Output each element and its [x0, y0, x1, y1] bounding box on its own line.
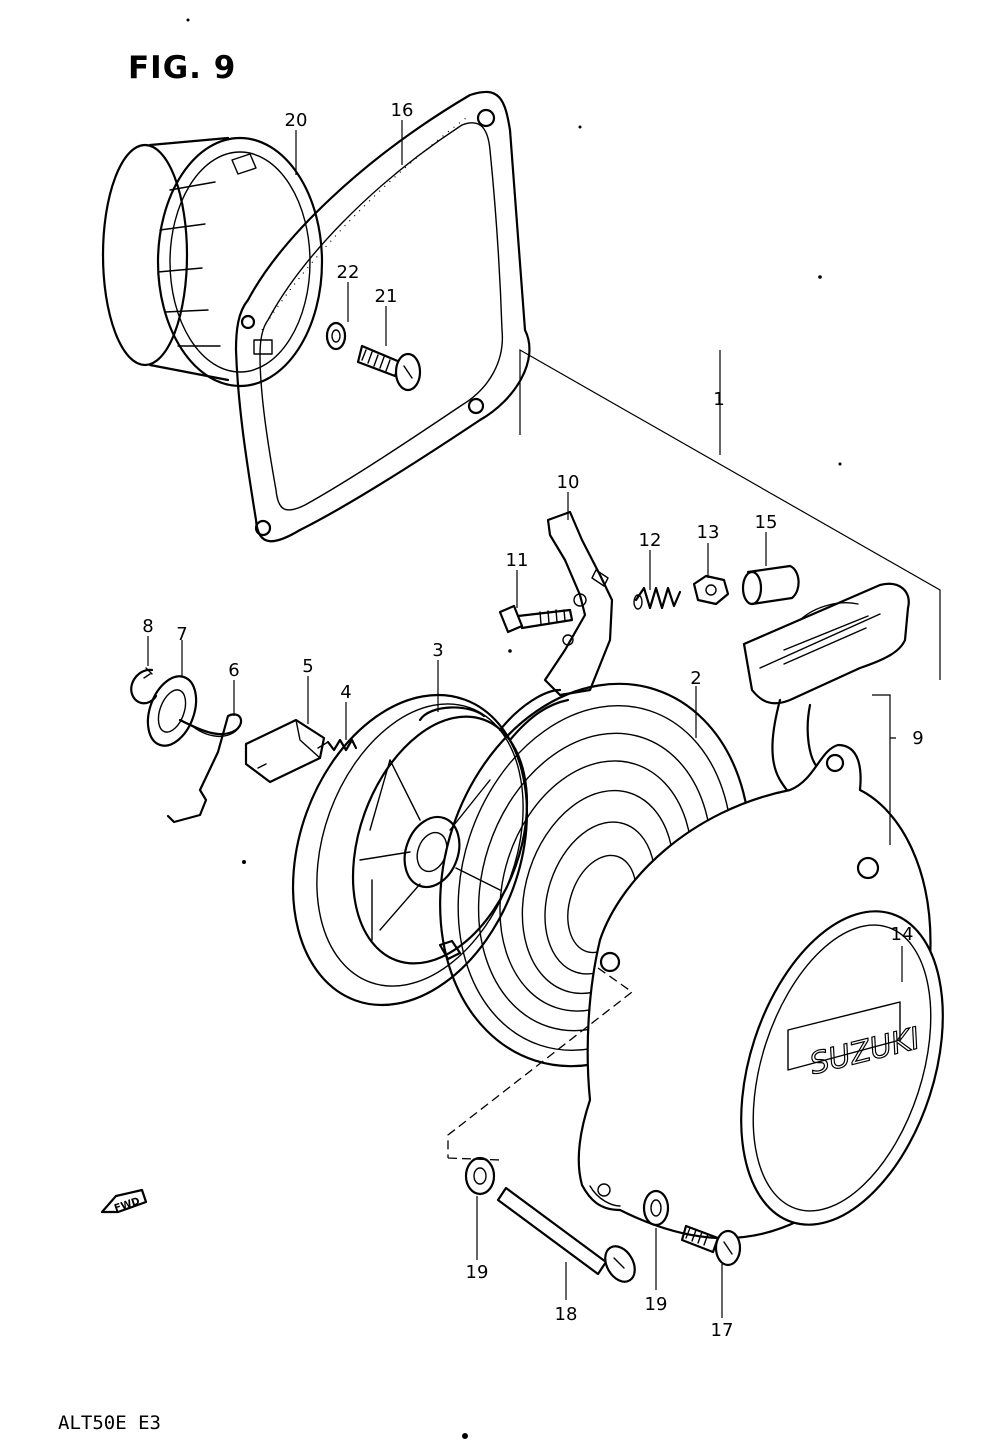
callout-12: 12 — [639, 530, 662, 551]
assembly-bracket-1 — [519, 348, 941, 680]
callout-labels: 1 2 3 4 5 6 7 8 9 10 11 12 13 14 15 16 1… — [142, 100, 923, 1341]
callout-5: 5 — [302, 656, 313, 677]
part-14-starter-case: SUZUKI — [577, 743, 944, 1240]
part-20-drum — [101, 136, 324, 388]
scan-specks — [186, 18, 842, 1439]
part-10-ratchet-guide — [543, 510, 614, 697]
callout-22: 22 — [337, 262, 360, 283]
leader-lines — [147, 120, 903, 1318]
part-18-long-bolt — [496, 1186, 636, 1283]
part-16-gasket — [234, 90, 531, 543]
callout-6: 6 — [228, 660, 239, 681]
callout-2: 2 — [690, 668, 701, 689]
callout-4: 4 — [340, 682, 351, 703]
callout-21: 21 — [375, 286, 398, 307]
callout-18: 18 — [555, 1304, 578, 1325]
callout-3: 3 — [432, 640, 443, 661]
part-8-circlip — [130, 667, 158, 705]
part-4-spring — [317, 738, 358, 752]
part-15-cap — [741, 564, 800, 606]
callout-10: 10 — [557, 472, 580, 493]
callout-11: 11 — [506, 550, 529, 571]
part-7-washer — [146, 675, 198, 747]
part-19-washer-left — [464, 1156, 496, 1196]
part-13-nut — [692, 574, 730, 606]
part-3-reel — [291, 688, 570, 1007]
part-12-spring — [633, 586, 682, 610]
callout-14: 14 — [891, 924, 914, 945]
figure-title: FIG. 9 — [128, 50, 237, 86]
callout-19-left: 19 — [466, 1262, 489, 1283]
assembly-guide-lines — [447, 967, 634, 1161]
callout-20: 20 — [285, 110, 308, 131]
part-5-pawl — [244, 718, 326, 784]
callout-13: 13 — [697, 522, 720, 543]
part-6-spring-wire — [166, 713, 243, 824]
fwd-direction-arrow: FWD — [100, 1188, 148, 1215]
callout-1: 1 — [713, 389, 724, 410]
part-11-bolt — [498, 604, 574, 634]
callout-16: 16 — [391, 100, 414, 121]
callout-7: 7 — [176, 624, 187, 645]
callout-8: 8 — [142, 616, 153, 637]
part-19-washer-right — [642, 1189, 670, 1227]
part-21-bolt — [356, 344, 422, 392]
model-code: ALT50E E3 — [58, 1412, 161, 1434]
callout-19-right: 19 — [645, 1294, 668, 1315]
part-22-washer — [325, 321, 347, 351]
callout-17: 17 — [711, 1320, 734, 1341]
callout-15: 15 — [755, 512, 778, 533]
callout-9: 9 — [912, 728, 923, 749]
part-17-bolt — [680, 1224, 742, 1267]
